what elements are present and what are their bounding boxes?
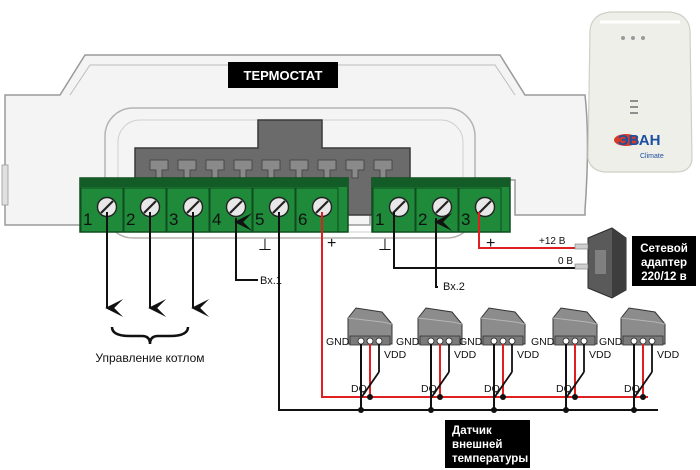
sensor-vdd-label: VDD: [384, 349, 407, 361]
screw-terminal: 2: [123, 187, 167, 233]
boiler-control-wires: Управление котлом: [95, 212, 210, 365]
adapter-zero-label: 0 В: [558, 256, 573, 267]
input-2-label: Вх.2: [443, 281, 465, 293]
screw-icon: [311, 196, 333, 218]
adapter-label-line1: Сетевой: [640, 243, 688, 255]
device-brand: ЭВАН: [618, 132, 660, 149]
device-sub-brand: Climate: [640, 153, 664, 160]
screw-icon: [431, 196, 453, 218]
left-plus-sign: +: [327, 235, 336, 252]
sensor-gnd-label: GND: [326, 336, 350, 348]
sensor-gnd-label: GND: [599, 336, 623, 348]
device-logo-swoosh: [614, 134, 638, 146]
right-minus-sign: ⊥: [378, 237, 392, 254]
screw-icon: [182, 196, 204, 218]
device-led-1: [621, 36, 625, 40]
screw-terminal: 1: [80, 187, 124, 233]
screw-icon: [225, 196, 247, 218]
adapter-label-line2: адаптер: [641, 257, 687, 269]
input-1-wire: Вх.1: [234, 213, 282, 287]
screw-terminal: 3: [166, 187, 210, 233]
terminal-number: 4: [212, 210, 221, 229]
sensor-vdd-label: VDD: [589, 349, 612, 361]
adapter-wires: +12 В 0 В: [393, 212, 585, 269]
thermostat-title-plate: ТЕРМОСТАТ: [228, 62, 338, 88]
screw-terminal: 3: [458, 187, 502, 233]
terminal-number: 3: [169, 210, 178, 229]
sensor-vdd-label: VDD: [517, 349, 540, 361]
sensor-dq-label: DQ: [351, 383, 367, 395]
temperature-sensor: GND VDD DQ: [396, 307, 477, 413]
temperature-sensor: GND VDD DQ: [599, 307, 680, 413]
input-2-wire: Вх.2: [434, 213, 465, 293]
terminal-number: 1: [375, 210, 384, 229]
screw-terminal: 5: [252, 187, 296, 233]
terminal-number: 2: [418, 210, 427, 229]
temperature-sensor: GND VDD DQ: [459, 307, 540, 413]
power-adapter: [574, 227, 627, 299]
sensor-dq-label: DQ: [421, 383, 437, 395]
left-minus-sign: ⊥: [258, 237, 272, 254]
sensor-dq-label: DQ: [556, 383, 572, 395]
terminal-number: 1: [83, 210, 92, 229]
terminal-number: 5: [255, 210, 264, 229]
sensor-gnd-label: GND: [396, 336, 420, 348]
sensor-gnd-label: GND: [531, 336, 555, 348]
socket-slot: [345, 159, 365, 179]
screw-terminal: 6: [295, 187, 339, 233]
thermostat-title: ТЕРМОСТАТ: [244, 68, 323, 83]
terminal-number: 3: [461, 210, 470, 229]
terminal-number: 2: [126, 210, 135, 229]
terminal-block-left: 1 2 3 4 5 6: [79, 177, 349, 233]
sensor-caption-line1: Датчик: [452, 425, 492, 437]
right-plus-sign: +: [486, 235, 495, 252]
sensor-gnd-label: GND: [459, 336, 483, 348]
adapter-label-line3: 220/12 в: [641, 271, 686, 283]
device-led-2: [631, 36, 635, 40]
terminal-number: 6: [298, 210, 307, 229]
boiler-brace: [110, 326, 190, 345]
adapter-label-plate: Сетевой адаптер 220/12 в: [632, 236, 696, 286]
device-led-3: [641, 36, 645, 40]
screw-icon: [474, 196, 496, 218]
sensor-caption-line2: внешней: [452, 439, 502, 451]
sensor-vdd-label: VDD: [454, 349, 477, 361]
screw-icon: [388, 196, 410, 218]
adapter-plus-label: +12 В: [539, 236, 566, 247]
terminal-block-right: 1 2 3: [371, 177, 511, 233]
temperature-sensor: GND VDD DQ: [326, 307, 407, 413]
screw-terminal: 4: [209, 187, 253, 233]
sensor-caption-plate: Датчик внешней температуры: [445, 420, 530, 468]
input-1-label: Вх.1: [260, 275, 282, 287]
screw-icon: [268, 196, 290, 218]
evan-device: ЭВАН Climate: [587, 11, 693, 173]
boiler-control-label: Управление котлом: [95, 351, 204, 365]
sensor-dq-label: DQ: [484, 383, 500, 395]
sensor-caption-line3: температуры: [452, 453, 528, 465]
sensor-vdd-label: VDD: [657, 349, 680, 361]
sensor-bus: [278, 212, 658, 411]
sensor-dq-label: DQ: [624, 383, 640, 395]
temperature-sensor: GND VDD DQ: [531, 307, 612, 413]
